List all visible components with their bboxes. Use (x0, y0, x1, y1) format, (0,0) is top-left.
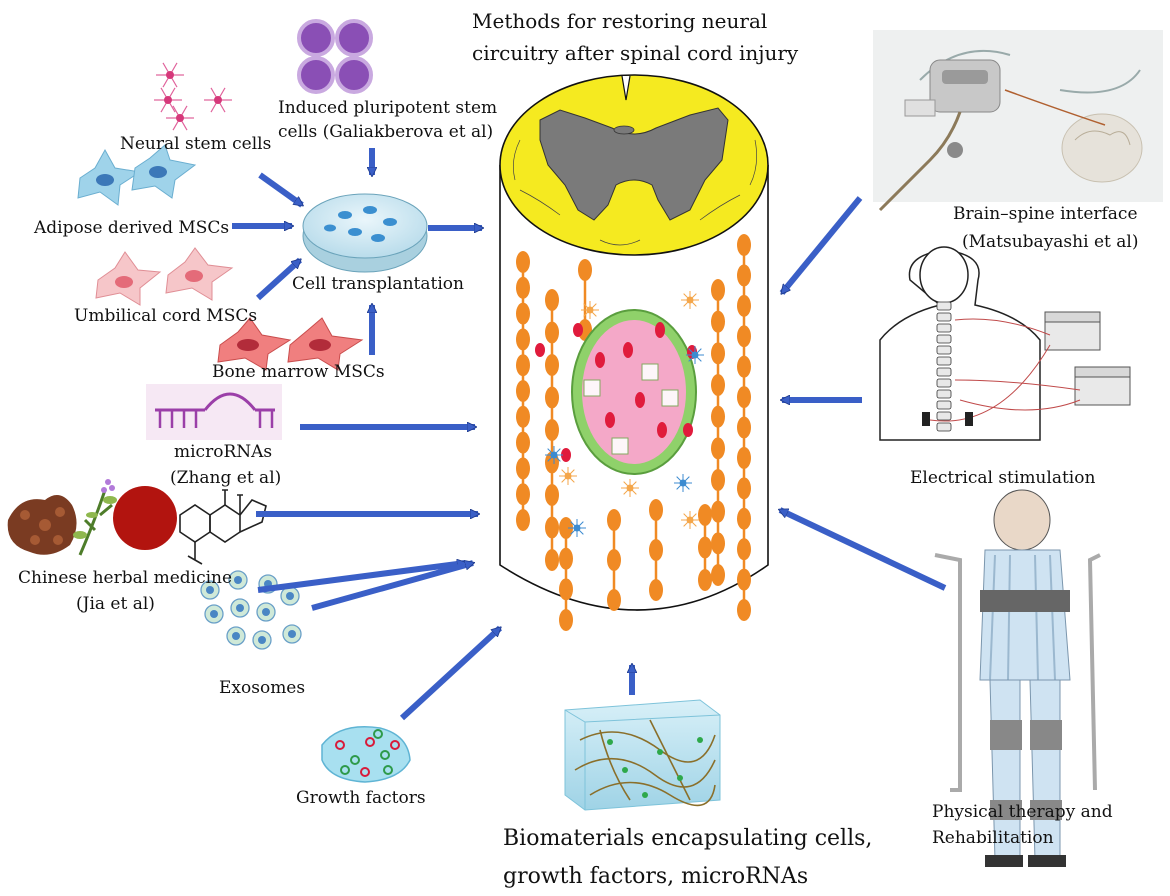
glial-cells (545, 291, 704, 537)
label-ipsc-line2: cells (Galiakberova et al) (278, 122, 494, 142)
bone-marrow-msc-icon (217, 317, 364, 371)
rehabilitation-exoskeleton-image (934, 489, 1101, 867)
label-biomaterials-line2: growth factors, microRNAs (503, 864, 809, 889)
biomaterial-gel-icon (564, 699, 721, 811)
label-adipose-mscs: Adipose derived MSCs (34, 218, 230, 238)
label-growth-factors: Growth factors (296, 788, 426, 808)
lesion-site (535, 309, 697, 475)
title-line-2: circuitry after spinal cord injury (472, 41, 799, 65)
brain-spine-interface-image (873, 30, 1163, 212)
label-brain-spine-ref: (Matsubayashi et al) (962, 232, 1139, 252)
label-bone-marrow-mscs: Bone marrow MSCs (212, 362, 385, 382)
ipsc-cells-icon (297, 19, 373, 94)
arrow-umbilical (255, 257, 300, 301)
label-ipsc-line1: Induced pluripotent stem (278, 98, 498, 118)
label-electrical-stimulation: Electrical stimulation (910, 468, 1096, 488)
exosomes-icon (200, 570, 302, 650)
electrical-stimulation-image (879, 246, 1131, 441)
arrows (232, 148, 947, 721)
label-umbilical-mscs: Umbilical cord MSCs (74, 306, 258, 326)
label-micrornas: microRNAs (174, 442, 273, 462)
label-neural-stem-cells: Neural stem cells (120, 134, 272, 154)
growth-factors-icon (321, 726, 411, 783)
label-biomaterials-line1: Biomaterials encapsulating cells, (503, 826, 873, 851)
label-physical-therapy-line2: Rehabilitation (932, 828, 1054, 848)
label-exosomes: Exosomes (219, 678, 306, 698)
axon-chains (516, 234, 751, 631)
label-physical-therapy-line1: Physical therapy and (932, 802, 1113, 822)
label-chinese-herbal: Chinese herbal medicine (18, 568, 233, 588)
arrow-herbal-lower (257, 563, 465, 593)
adipose-msc-icon (77, 144, 197, 206)
petri-dish-icon (302, 193, 428, 273)
arrow-neural-stem (258, 172, 302, 208)
arrow-rehab (780, 507, 947, 591)
neural-stem-cells-icon (154, 62, 232, 131)
umbilical-msc-icon (95, 247, 234, 306)
arrow-exosomes (311, 563, 473, 611)
title-line-1: Methods for restoring neural (472, 9, 768, 33)
chinese-herbal-medicine-icon (7, 479, 267, 565)
label-chinese-herbal-ref: (Jia et al) (76, 594, 155, 614)
label-cell-transplantation: Cell transplantation (292, 274, 464, 294)
microrna-icon (146, 384, 282, 440)
arrow-brain-spine (779, 196, 863, 293)
label-brain-spine: Brain–spine interface (953, 204, 1138, 224)
label-micrornas-ref: (Zhang et al) (170, 468, 282, 488)
arrow-growth-factors (399, 625, 500, 721)
